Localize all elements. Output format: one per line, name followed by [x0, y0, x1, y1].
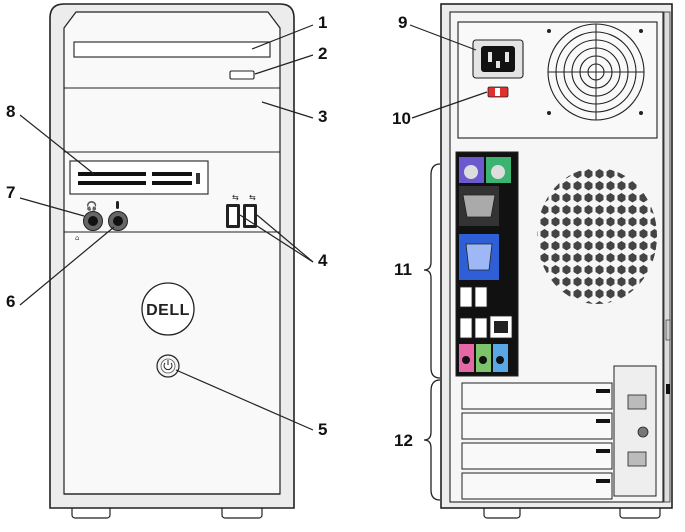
optical-drive	[73, 41, 271, 58]
bracket-12	[423, 379, 441, 501]
callout-11: 11	[394, 260, 412, 279]
back-view	[423, 3, 673, 519]
rear-vent-grille	[537, 168, 657, 304]
callout-1: 1	[318, 13, 328, 32]
callout-6: 6	[6, 292, 16, 311]
callout-2: 2	[318, 44, 328, 63]
svg-text:🎧: 🎧	[86, 200, 97, 212]
dell-logo-text: DELL	[146, 302, 190, 319]
front-bezel	[63, 11, 281, 495]
dell-logo: DELL	[141, 282, 195, 336]
expansion-card-slots	[461, 319, 671, 500]
callout-7: 7	[6, 183, 16, 202]
media-card-reader	[69, 160, 209, 195]
callout-12: 12	[394, 431, 413, 450]
voltage-selection-switch	[487, 86, 509, 98]
leader-lines	[19, 24, 488, 431]
callout-5: 5	[318, 420, 328, 439]
callout-4: 4	[318, 251, 328, 270]
power-connector	[472, 39, 524, 79]
bracket-11	[423, 163, 441, 379]
headphone-connector: 🎧	[83, 200, 103, 231]
psu-fan	[547, 23, 645, 121]
microphone-connector	[108, 201, 128, 231]
power-button	[156, 354, 180, 378]
eject-button	[229, 70, 255, 80]
callout-8: 8	[6, 102, 16, 121]
svg-text:⌂: ⌂	[75, 234, 79, 242]
back-panel-connectors	[455, 151, 519, 377]
svg-text:⇆: ⇆	[249, 193, 256, 202]
svg-text:⇆: ⇆	[232, 193, 239, 202]
callout-3: 3	[318, 107, 328, 126]
callout-10: 10	[392, 109, 411, 128]
front-view: 🎧 ⇆ ⇆ ⌂ DELL	[49, 3, 295, 519]
front-usb-connectors: ⇆ ⇆	[226, 193, 257, 228]
callout-9: 9	[398, 13, 408, 32]
